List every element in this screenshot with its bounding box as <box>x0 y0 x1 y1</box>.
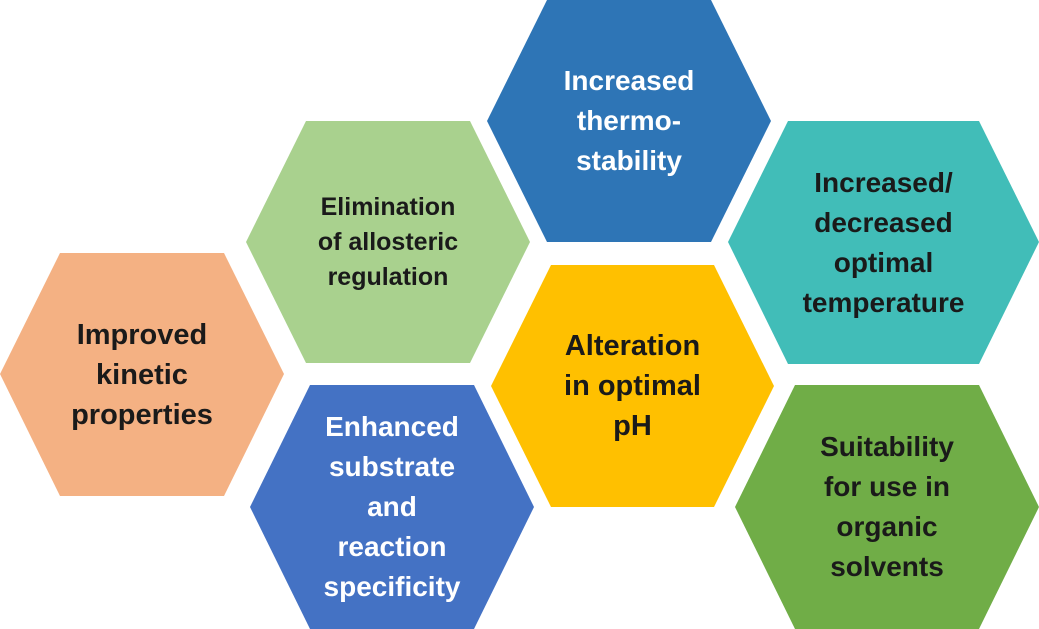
hexagon-shape <box>246 121 530 363</box>
hexagon-allosteric: Elimination of allosteric regulation <box>246 121 530 363</box>
hexagon-shape <box>491 265 774 507</box>
hexagon-fill <box>0 253 284 496</box>
hexagon-fill <box>728 121 1039 364</box>
hexagon-kinetic: Improved kinetic properties <box>0 253 284 496</box>
hexagon-fill <box>735 385 1039 629</box>
hexagon-label: Alteration in optimal pH <box>564 330 701 442</box>
hexagon-optimal-ph: Alteration in optimal pH <box>491 265 774 507</box>
hexagon-organic-solvents: Suitability for use in organic solvents <box>735 385 1039 629</box>
hexagon-shape <box>728 121 1039 364</box>
hexagon-label: Suitability for use in organic solvents <box>820 431 954 582</box>
hexagon-optimal-temperature: Increased/ decreased optimal temperature <box>728 121 1039 364</box>
hexagon-shape <box>250 385 534 629</box>
hexagon-label: Increased thermo- stability <box>563 65 695 176</box>
hexagon-fill <box>246 121 530 363</box>
hexagon-label: Elimination of allosteric regulation <box>317 192 459 291</box>
hexagon-fill <box>250 385 534 629</box>
hexagon-label: Increased/ decreased optimal temperature <box>802 166 965 318</box>
hexagon-label: Enhanced substrate and reaction specific… <box>323 411 461 602</box>
hexagon-thermostability: Increased thermo- stability <box>487 0 771 242</box>
hexagon-label: Improved kinetic properties <box>71 318 213 431</box>
hexagon-specificity: Enhanced substrate and reaction specific… <box>250 385 534 629</box>
hexagon-shape <box>0 253 284 496</box>
hexagon-fill <box>487 0 771 242</box>
hexagon-fill <box>491 265 774 507</box>
hexagon-shape <box>487 0 771 242</box>
hexagon-shape <box>735 385 1039 629</box>
